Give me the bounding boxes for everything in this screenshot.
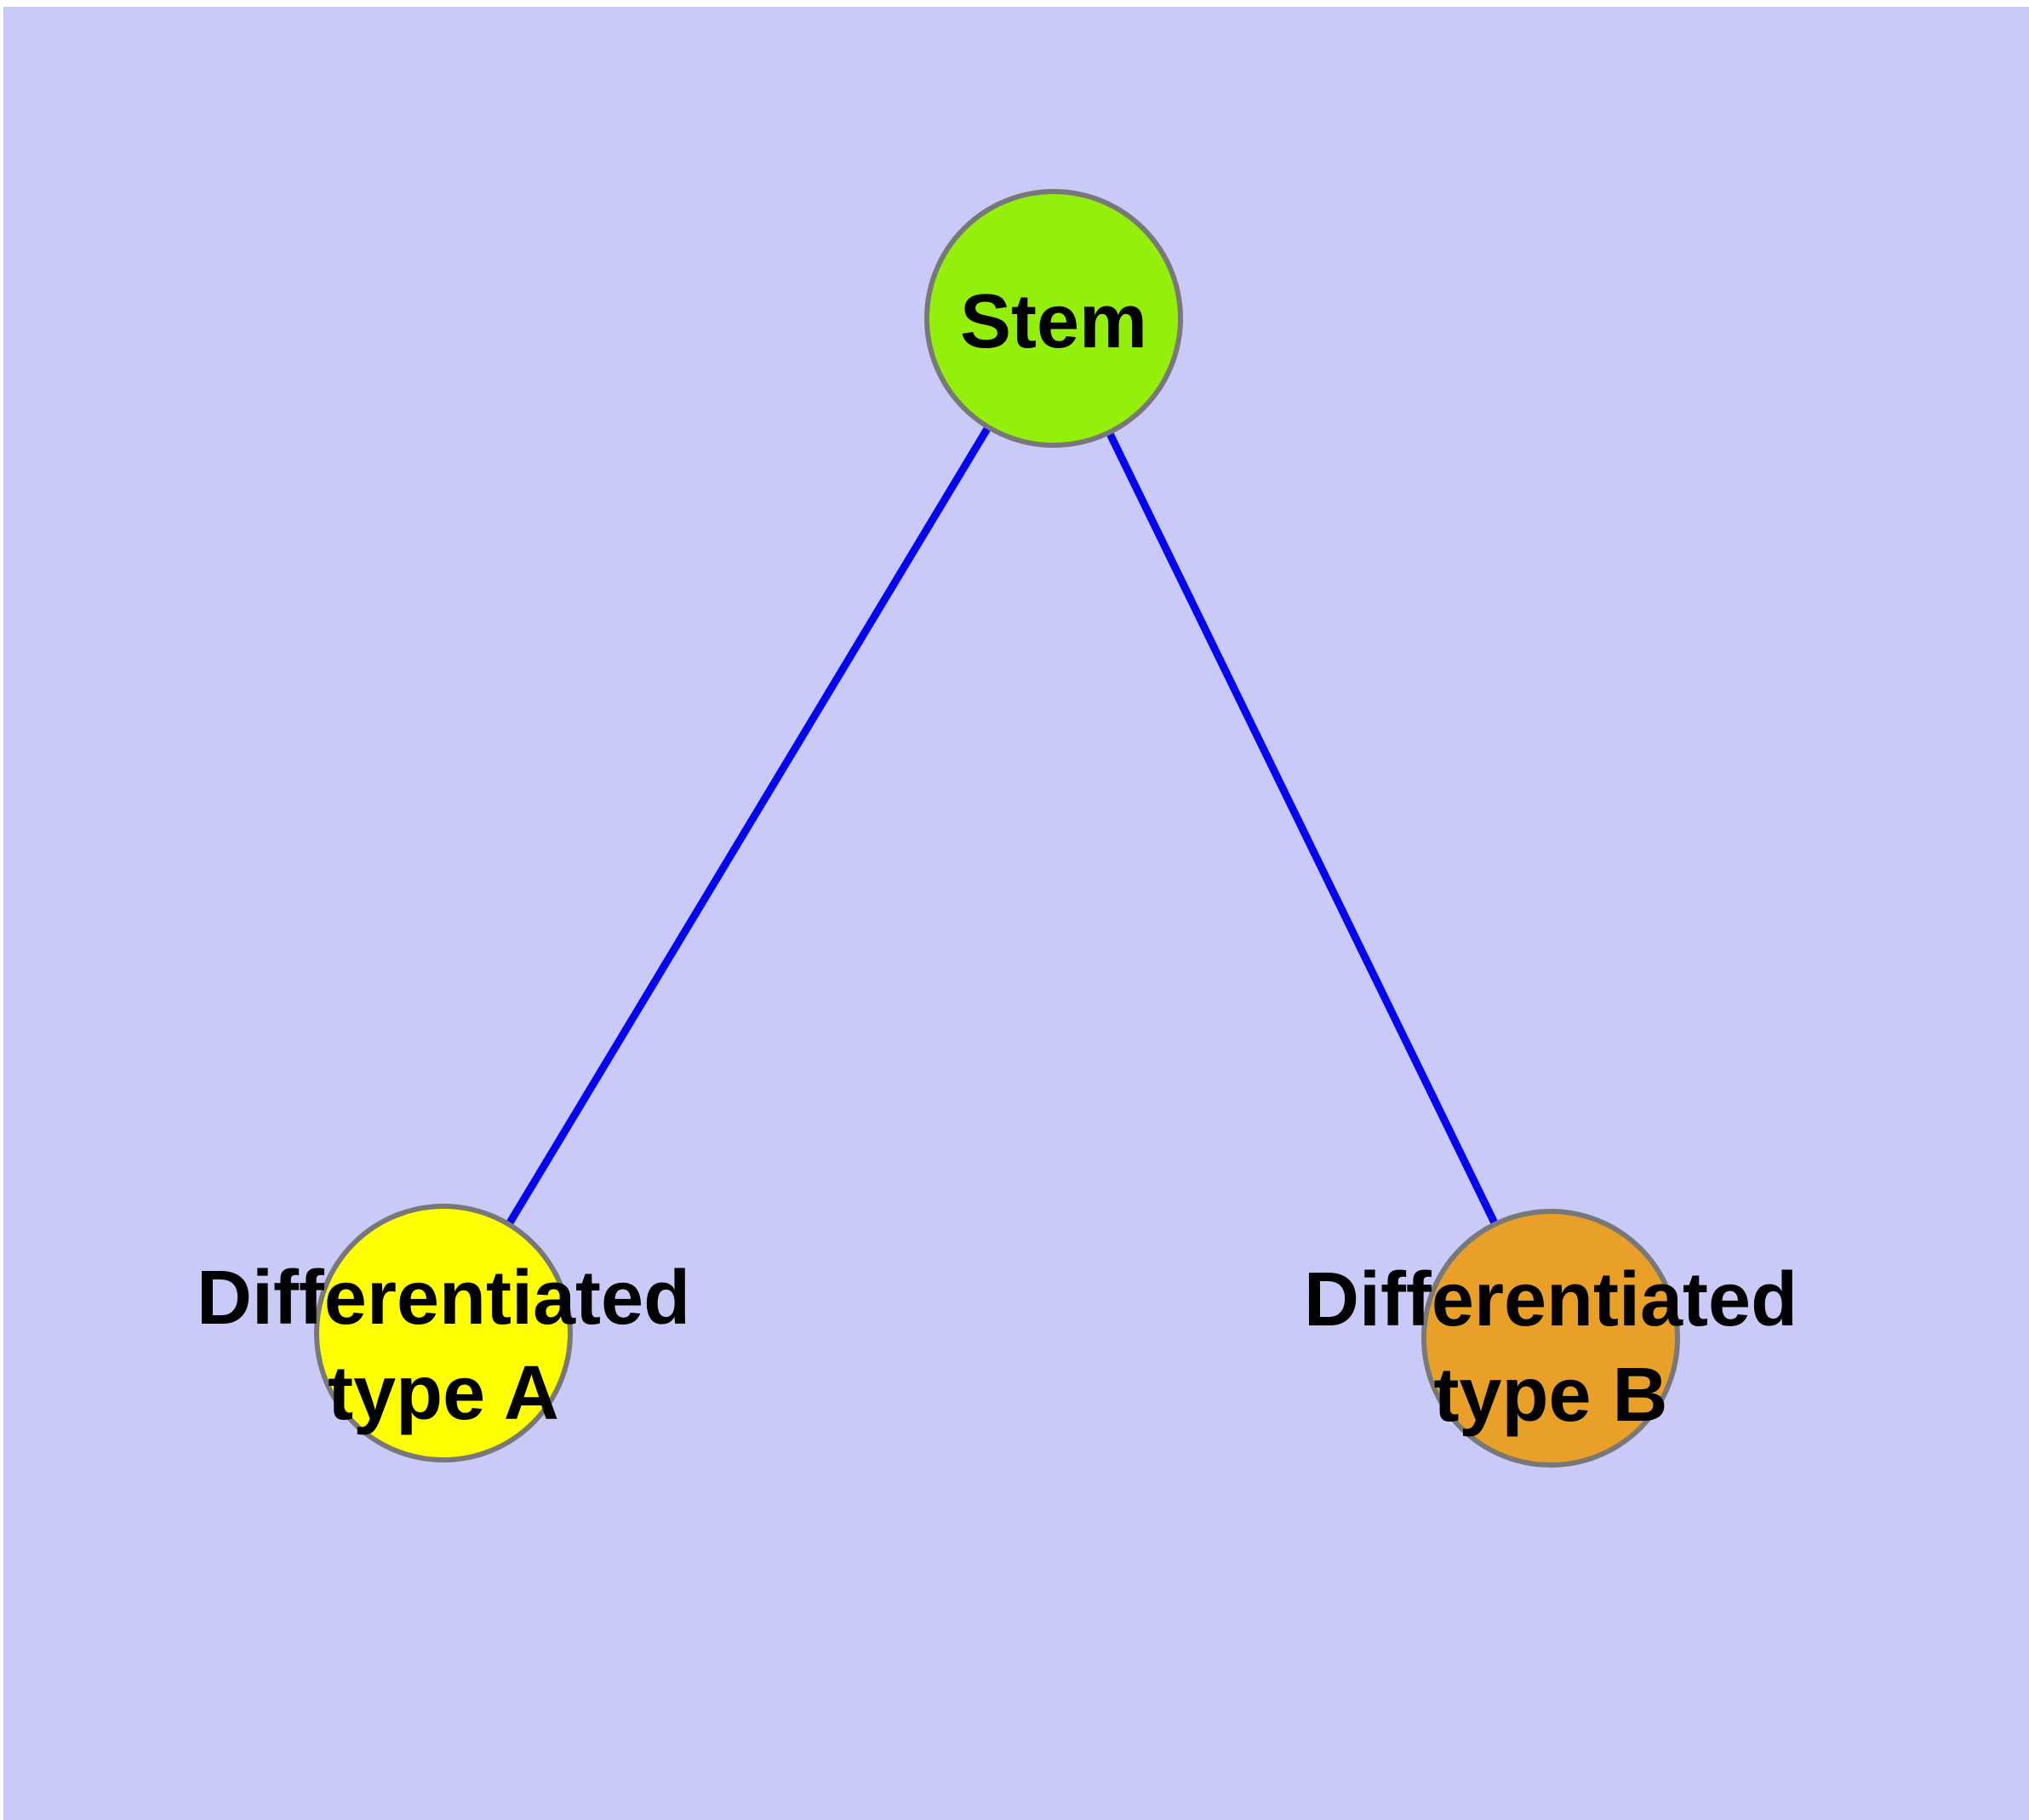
- node-label-differentiated-type-a: Differentiated type A: [197, 1251, 690, 1441]
- node-label-line: type A: [328, 1351, 559, 1436]
- node-label-stem: Stem: [960, 274, 1147, 369]
- node-label-line: type B: [1433, 1353, 1668, 1438]
- node-label-line: Differentiated: [196, 1256, 691, 1341]
- node-label-line: Stem: [959, 279, 1148, 364]
- node-circle-differentiated-type-b: [1421, 1209, 1680, 1468]
- edge-stem-to-type-a: [440, 316, 1057, 1336]
- node-label-line: Differentiated: [1303, 1257, 1798, 1342]
- node-circle-stem: [924, 189, 1183, 448]
- edge-stem-to-type-b: [1049, 317, 1555, 1340]
- node-label-differentiated-type-b: Differentiated type B: [1304, 1252, 1798, 1443]
- node-circle-differentiated-type-a: [314, 1204, 573, 1462]
